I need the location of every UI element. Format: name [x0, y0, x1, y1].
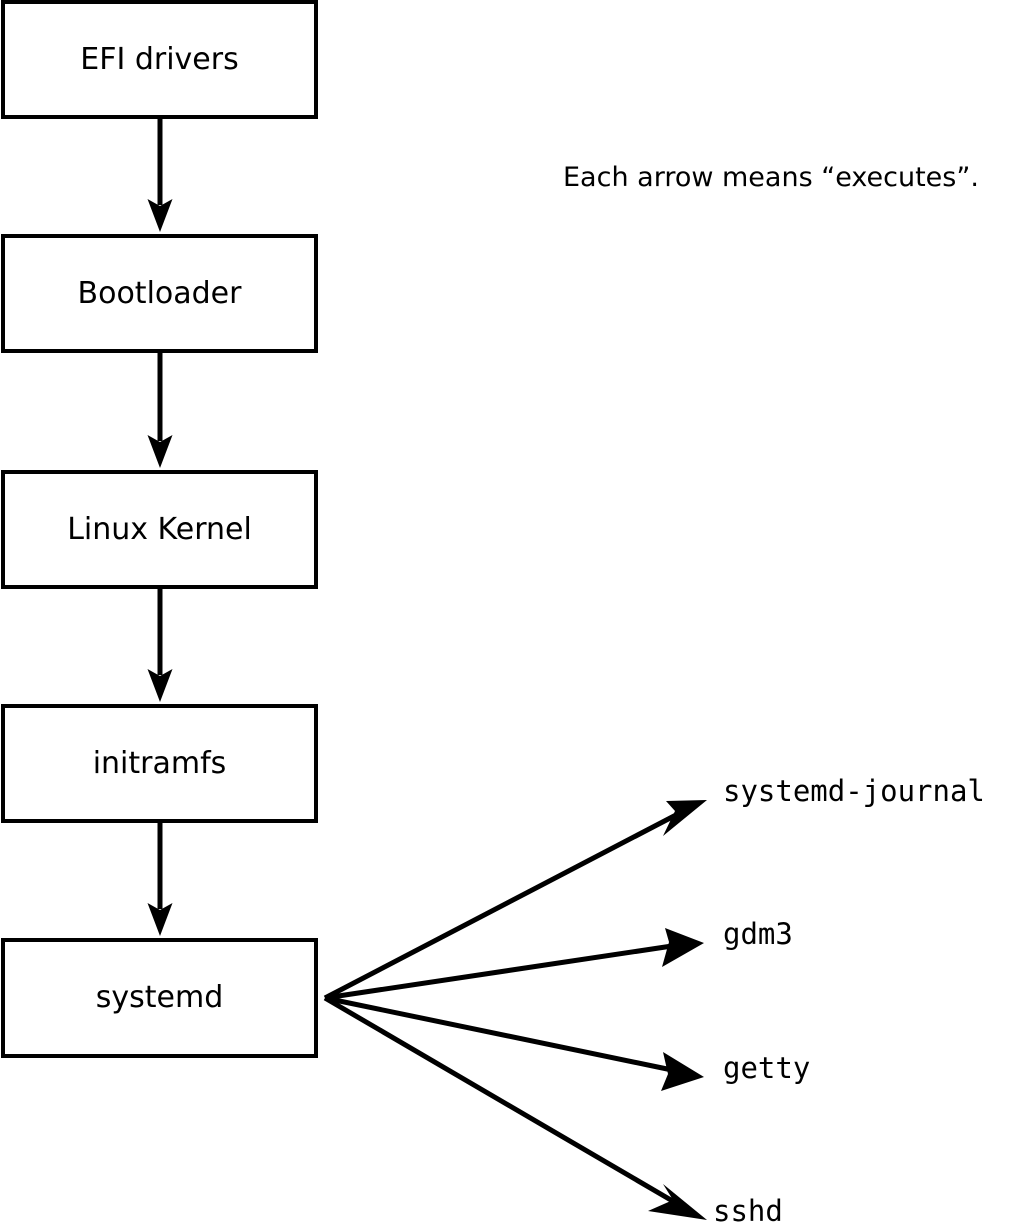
service-label-gdm3[interactable]: gdm3: [723, 917, 793, 951]
node-box-bootloader[interactable]: Bootloader: [1, 234, 318, 353]
vertical-arrow-initramfs-to-systemd: [147, 823, 173, 936]
fanout-arrow-systemd-journal: [323, 800, 707, 1001]
vertical-arrow-kernel-to-initramfs: [147, 589, 173, 702]
node-label-linux-kernel: Linux Kernel: [67, 511, 252, 547]
vertical-arrow-bootloader-to-kernel: [147, 353, 173, 468]
node-label-bootloader: Bootloader: [77, 275, 242, 311]
node-label-initramfs: initramfs: [92, 745, 227, 781]
node-box-systemd[interactable]: systemd: [1, 938, 318, 1058]
service-label-getty[interactable]: getty: [723, 1051, 811, 1085]
node-label-systemd: systemd: [95, 980, 224, 1015]
diagram-annotation: Each arrow means “executes”.: [563, 162, 979, 193]
service-label-sshd[interactable]: sshd: [713, 1194, 783, 1228]
vertical-arrow-efi-to-bootloader: [147, 119, 173, 232]
node-label-efi-drivers: EFI drivers: [80, 41, 239, 77]
fanout-arrow-gdm3: [324, 928, 704, 1001]
service-label-systemd-journal[interactable]: systemd-journal: [723, 774, 985, 808]
fanout-arrow-getty: [324, 995, 704, 1091]
node-box-linux-kernel[interactable]: Linux Kernel: [1, 470, 318, 589]
fanout-arrow-sshd: [323, 995, 707, 1220]
node-box-efi-drivers[interactable]: EFI drivers: [1, 0, 318, 119]
node-box-initramfs[interactable]: initramfs: [1, 704, 318, 823]
